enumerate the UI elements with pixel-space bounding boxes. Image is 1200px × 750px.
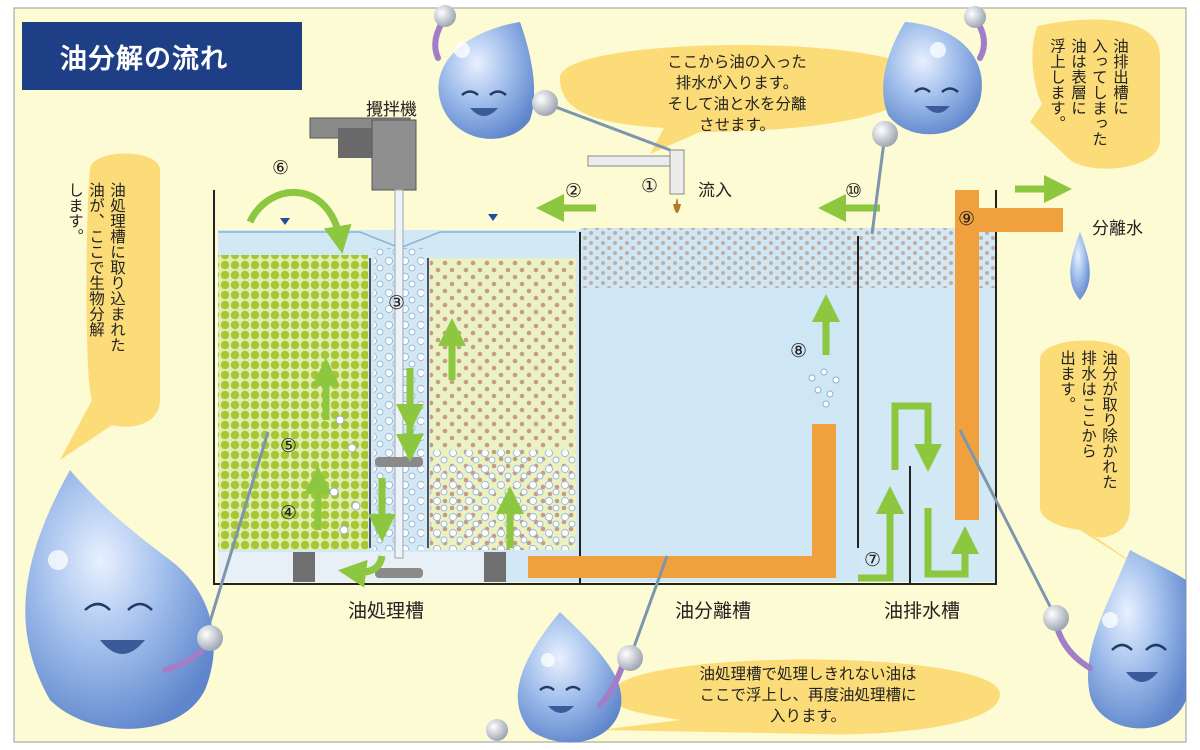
water-level-markers xyxy=(280,214,498,225)
tank-supports xyxy=(218,552,506,582)
flow-arrows xyxy=(246,175,1072,588)
step-number-2: ② xyxy=(565,180,583,202)
droplet-mascots xyxy=(25,22,1186,743)
pointer-balls xyxy=(197,5,1069,741)
bubble-biodegrade-text: 油処理槽に取り込まれた 油が、ここで生物分解 します。 xyxy=(64,182,127,402)
step-number-4: ④ xyxy=(280,502,298,524)
bubble-return-line: 入ります。 xyxy=(770,707,846,725)
speech-bubbles xyxy=(60,19,1160,735)
page-title: 油分解の流れ xyxy=(22,22,302,90)
air-bubbles-right xyxy=(430,450,576,550)
bubble-return-line: ここで浮上し、再度油処理槽に xyxy=(699,686,917,704)
bubble-return-text: 油処理槽で処理しきれない油は ここで浮上し、再度油処理槽に 入ります。 xyxy=(648,664,968,727)
bead-pattern xyxy=(218,255,368,550)
bubble-surface-line: 油排出槽に xyxy=(1111,38,1129,116)
tank-walls xyxy=(213,190,997,585)
water-droplet-icon xyxy=(1070,232,1090,300)
pointer-lines xyxy=(203,101,1058,659)
bubble-inflow-text: ここから油の入った 排水が入ります。 そして油と水を分離 させます。 xyxy=(602,52,872,136)
bubble-biodegrade-line: 油が、ここで生物分解 xyxy=(87,182,105,337)
separated-water-label: 分離水 xyxy=(1092,219,1143,239)
bubble-inflow-line: ここから油の入った xyxy=(667,53,807,71)
mascot-bottom-center xyxy=(517,612,622,743)
step-number-5: ⑤ xyxy=(280,435,298,457)
rising-bubbles xyxy=(329,368,840,535)
bubble-inflow-line: そして油と水を分離 xyxy=(667,95,807,113)
tank-treatment-label: 油処理槽 xyxy=(348,600,425,622)
bubble-surface-text: 油排出槽に 入ってしまった 油は表層に 浮上します。 xyxy=(1046,38,1130,168)
step-number-8: ⑧ xyxy=(790,340,808,362)
bubble-output-line: 油分が取り除かれた xyxy=(1100,350,1118,490)
bubble-inflow-line: させます。 xyxy=(699,116,775,134)
bubble-surface-line: 浮上します。 xyxy=(1048,38,1066,131)
step-number-1: ① xyxy=(641,175,659,197)
bubble-output-line: 排水はここから xyxy=(1079,350,1097,459)
step-number-3: ③ xyxy=(388,292,406,314)
bubble-surface-line: 油は表層に xyxy=(1069,38,1087,116)
mascot-top-right xyxy=(883,22,982,135)
bubble-biodegrade-line: 油処理槽に取り込まれた xyxy=(108,182,126,353)
bubble-output-text: 油分が取り除かれた 排水はここから 出ます。 xyxy=(1056,350,1119,530)
inflow-label: 流入 xyxy=(698,181,732,201)
orange-pipes xyxy=(528,190,1063,578)
step-number-7: ⑦ xyxy=(864,549,882,571)
tank-drain-label: 油排水槽 xyxy=(884,600,961,622)
bubble-biodegrade-line: します。 xyxy=(66,182,84,244)
mixer-label: 攪拌機 xyxy=(366,100,417,120)
bubble-inflow-line: 排水が入ります。 xyxy=(675,74,799,92)
inflow-pipe xyxy=(587,149,685,213)
step-number-9: ⑨ xyxy=(958,208,976,230)
step-number-10: ⑩ xyxy=(845,180,863,202)
step-number-6: ⑥ xyxy=(272,157,290,179)
bubble-return-line: 油処理槽で処理しきれない油は xyxy=(699,665,917,683)
mascot-bottom-left xyxy=(25,470,214,729)
bubble-output-line: 出ます。 xyxy=(1058,350,1076,412)
tank-separation-label: 油分離槽 xyxy=(675,600,752,622)
bubble-surface-line: 入ってしまった xyxy=(1090,38,1108,147)
mascot-bottom-right xyxy=(1088,550,1186,729)
